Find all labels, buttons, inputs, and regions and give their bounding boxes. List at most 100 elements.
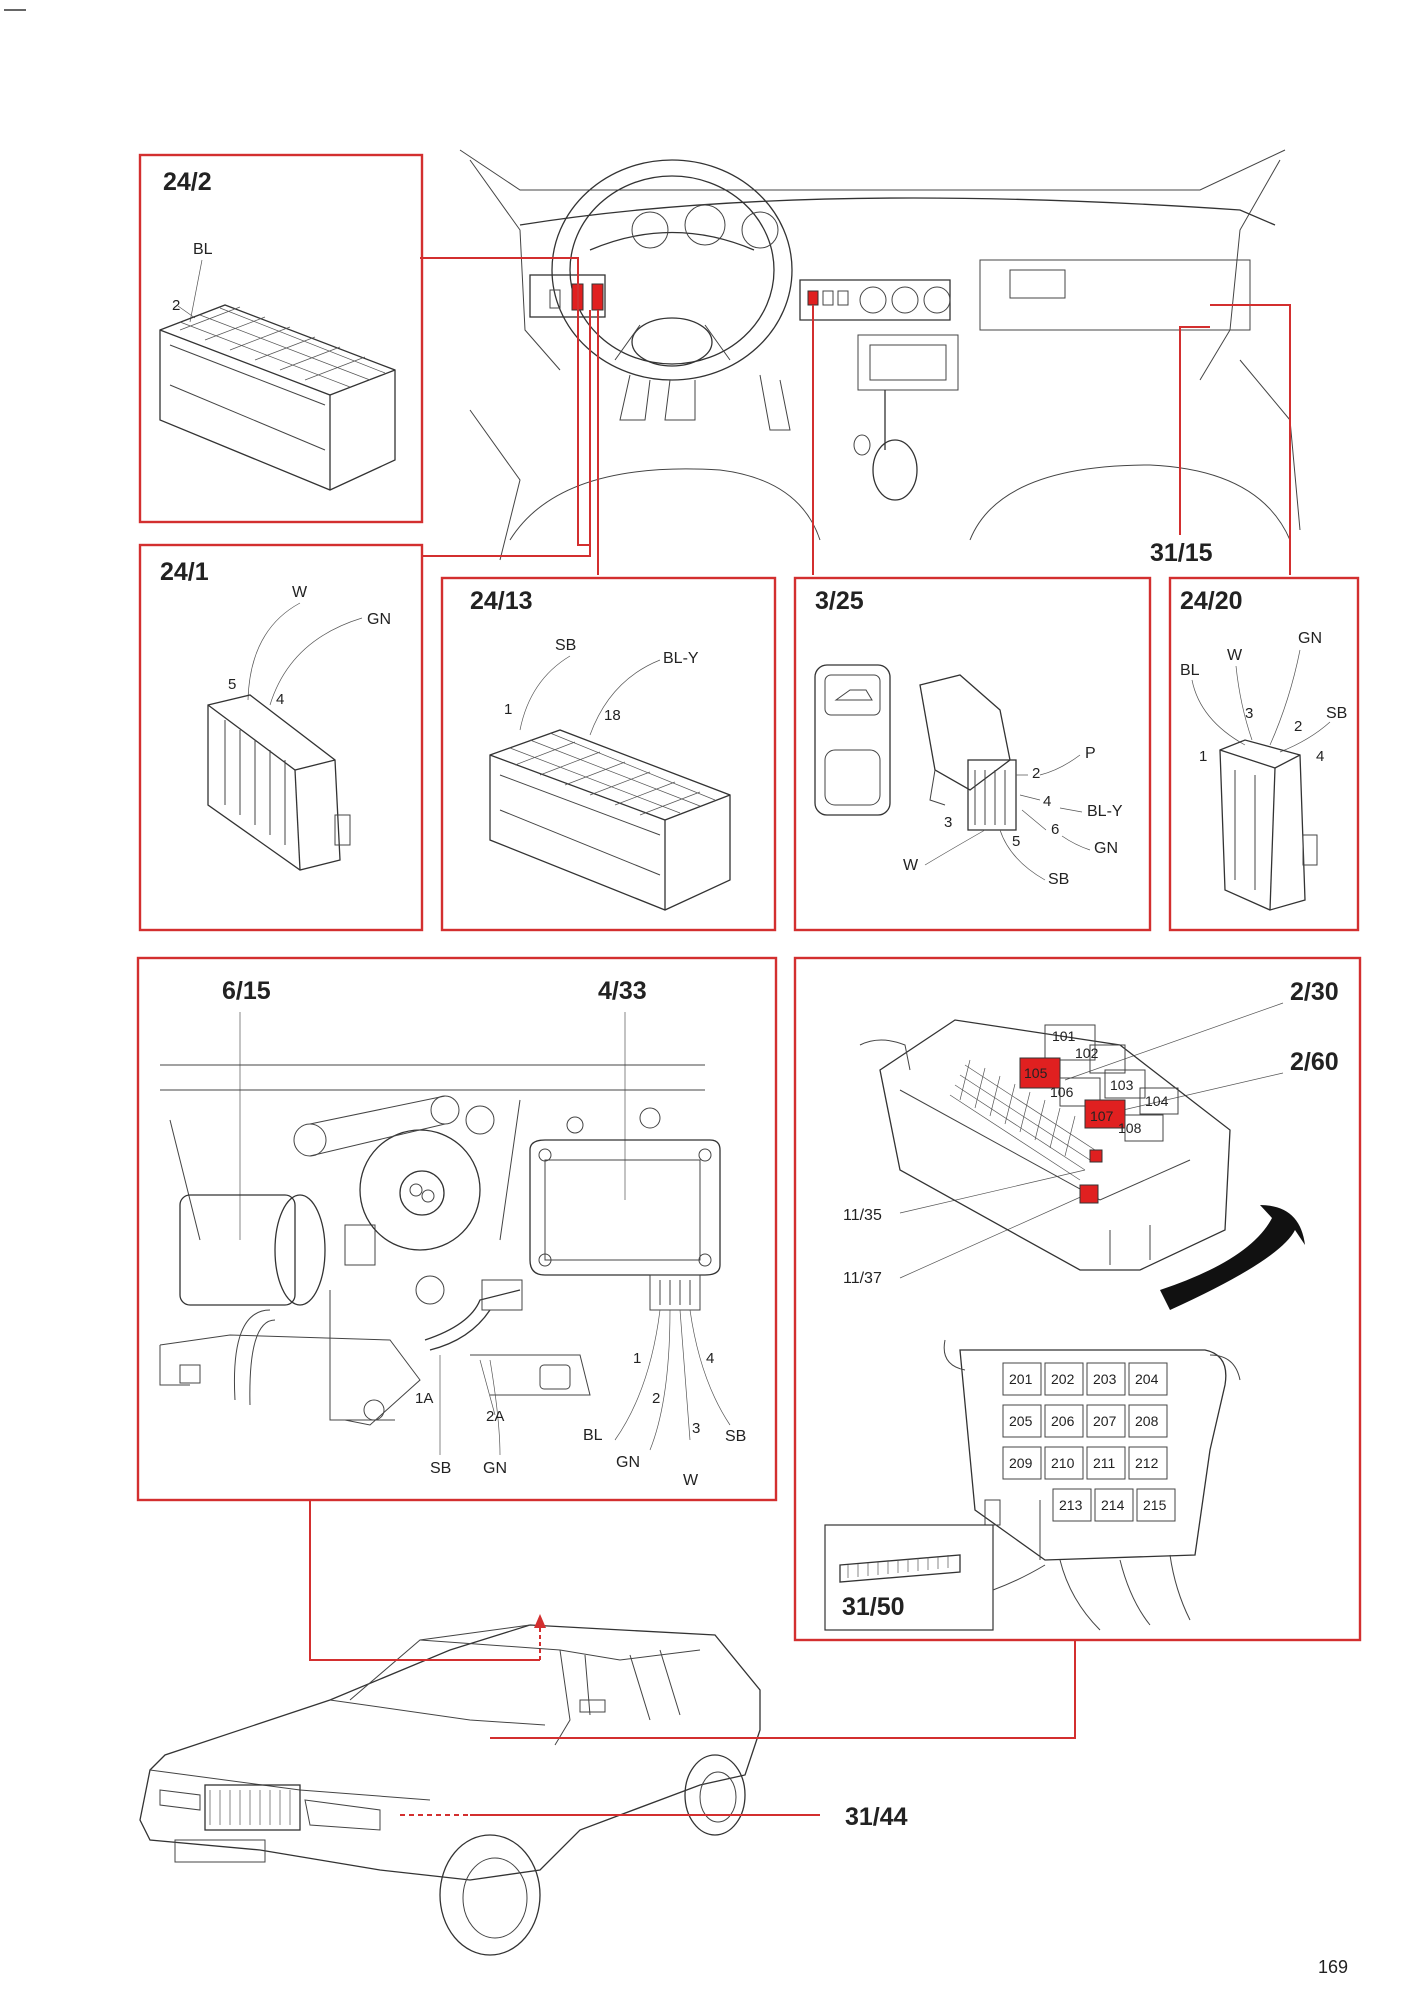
panel-title-24-20: 24/20 <box>1180 587 1243 615</box>
wire-label: BL-Y <box>663 650 699 667</box>
control-module-4-33 <box>529 1107 721 1311</box>
pin-label: 1 <box>1199 748 1207 765</box>
pin-label: 1 <box>504 701 512 718</box>
panel-title-24-1: 24/1 <box>160 558 209 586</box>
callout-2-60: 2/60 <box>1290 1048 1339 1076</box>
wire-label: SB <box>725 1428 746 1445</box>
panel-24-13: 24/13 SB BL-Y 1 18 <box>440 576 777 932</box>
panel-title-4-33: 4/33 <box>598 977 647 1005</box>
pin-label: 2 <box>652 1390 660 1407</box>
wire-label: SB <box>1048 871 1069 888</box>
panel-24-1: 24/1 W GN 5 4 <box>138 543 424 932</box>
wire-label: BL-Y <box>1087 803 1123 820</box>
relay-slot: 104 <box>1145 1093 1169 1109</box>
wire-label: W <box>903 857 919 874</box>
pin-label: 3 <box>692 1420 700 1437</box>
wire-label: GN <box>1298 630 1322 647</box>
panel-3-25: 3/25 2 P 4 BL-Y 6 GN 3 5 W SB <box>793 576 1152 932</box>
wire-label: GN <box>483 1460 507 1477</box>
callout-31-44: 31/44 <box>845 1803 908 1831</box>
relay-slot: 103 <box>1110 1077 1134 1093</box>
pin-label: 1A <box>415 1390 433 1407</box>
wire-label: SB <box>1326 705 1347 722</box>
wire-label: GN <box>367 611 391 628</box>
connector-24-13 <box>489 729 731 911</box>
page-number: 169 <box>1318 1957 1348 1977</box>
central-electrical-unit <box>859 1019 1231 1271</box>
panel-24-20: 24/20 GN BL W 3 2 SB 1 4 <box>1168 576 1360 932</box>
dashboard-illustration <box>459 149 1301 561</box>
relay-slot: 215 <box>1143 1497 1167 1513</box>
relay-slot: 214 <box>1101 1497 1125 1513</box>
relay-slot: 101 <box>1052 1028 1076 1044</box>
rotate-arrow-icon <box>1160 1205 1305 1310</box>
wire-label: P <box>1085 745 1096 762</box>
pin-label: 4 <box>1043 793 1051 810</box>
relay-slot: 108 <box>1118 1120 1142 1136</box>
leader-31-15 <box>1179 326 1210 535</box>
relay-slot: 210 <box>1051 1455 1075 1471</box>
leader-24-2 <box>420 257 590 546</box>
car-roof-icon <box>834 689 873 701</box>
relay-slot: 202 <box>1051 1371 1075 1387</box>
panel-fuse-box: 2/30 2/60 11/35 11/37 101 102 105 106 <box>793 956 1362 1642</box>
callout-11-35: 11/35 <box>843 1207 882 1224</box>
relay-slot: 207 <box>1093 1413 1117 1429</box>
relay-slot: 209 <box>1009 1455 1033 1471</box>
relay-slot: 208 <box>1135 1413 1159 1429</box>
relay-slot: 212 <box>1135 1455 1159 1471</box>
pin-label: 1 <box>633 1350 641 1367</box>
pin-label: 2A <box>486 1408 504 1425</box>
wire-label: GN <box>1094 840 1118 857</box>
panel-title-3-25: 3/25 <box>815 587 864 615</box>
relay-slot: 205 <box>1009 1413 1033 1429</box>
pin-label: 4 <box>276 691 284 708</box>
relay-slot: 203 <box>1093 1371 1117 1387</box>
relay-slot: 204 <box>1135 1371 1159 1387</box>
pin-label: 2 <box>1294 718 1302 735</box>
pin-label: 4 <box>1316 748 1324 765</box>
connector-24-2 <box>159 304 396 491</box>
wire-label: W <box>683 1472 699 1489</box>
inset-31-50: 31/50 <box>824 1524 994 1631</box>
wire-label: BL <box>1180 662 1200 679</box>
leader-24-1 <box>422 310 591 557</box>
wiper-motor <box>159 1095 591 1426</box>
relay-slot: 107 <box>1090 1108 1114 1124</box>
relay-slot: 102 <box>1075 1045 1099 1061</box>
pin-label: 2 <box>172 297 180 314</box>
wire-label: W <box>1227 647 1243 664</box>
wire-label: SB <box>430 1460 451 1477</box>
panel-title-24-13: 24/13 <box>470 587 533 615</box>
callout-2-30: 2/30 <box>1290 978 1339 1006</box>
relay-slot: 211 <box>1093 1455 1116 1471</box>
leader-windshield <box>309 1500 540 1661</box>
relay-slot: 105 <box>1024 1065 1048 1081</box>
pin-label: 5 <box>228 676 236 693</box>
wire-label: W <box>292 584 308 601</box>
relay-slot: 206 <box>1051 1413 1075 1429</box>
panel-6-15-4-33: 6/15 4/33 <box>136 956 778 1502</box>
callout-11-37: 11/37 <box>843 1270 882 1287</box>
connector-24-20 <box>1219 739 1318 911</box>
panel-24-2: 24/2 BL 2 <box>138 153 424 524</box>
relay-slot: 106 <box>1050 1084 1074 1100</box>
car-illustration <box>139 1624 761 1956</box>
callout-31-15: 31/15 <box>1150 539 1213 567</box>
pin-label: 3 <box>1245 705 1253 722</box>
panel-title-24-2: 24/2 <box>163 168 212 196</box>
pin-label: 2 <box>1032 765 1040 782</box>
relay-box <box>943 1339 1241 1631</box>
pin-label: 4 <box>706 1350 714 1367</box>
panel-title-6-15: 6/15 <box>222 977 271 1005</box>
leader-24-20 <box>1210 304 1291 575</box>
leader-fuse-box <box>490 1640 1076 1739</box>
relay-grid <box>1002 1362 1176 1522</box>
relay-slot: 213 <box>1059 1497 1083 1513</box>
inset-title-31-50: 31/50 <box>842 1593 905 1621</box>
wire-label: GN <box>616 1454 640 1471</box>
connector-24-1 <box>207 694 351 871</box>
pin-label: 18 <box>604 707 621 724</box>
